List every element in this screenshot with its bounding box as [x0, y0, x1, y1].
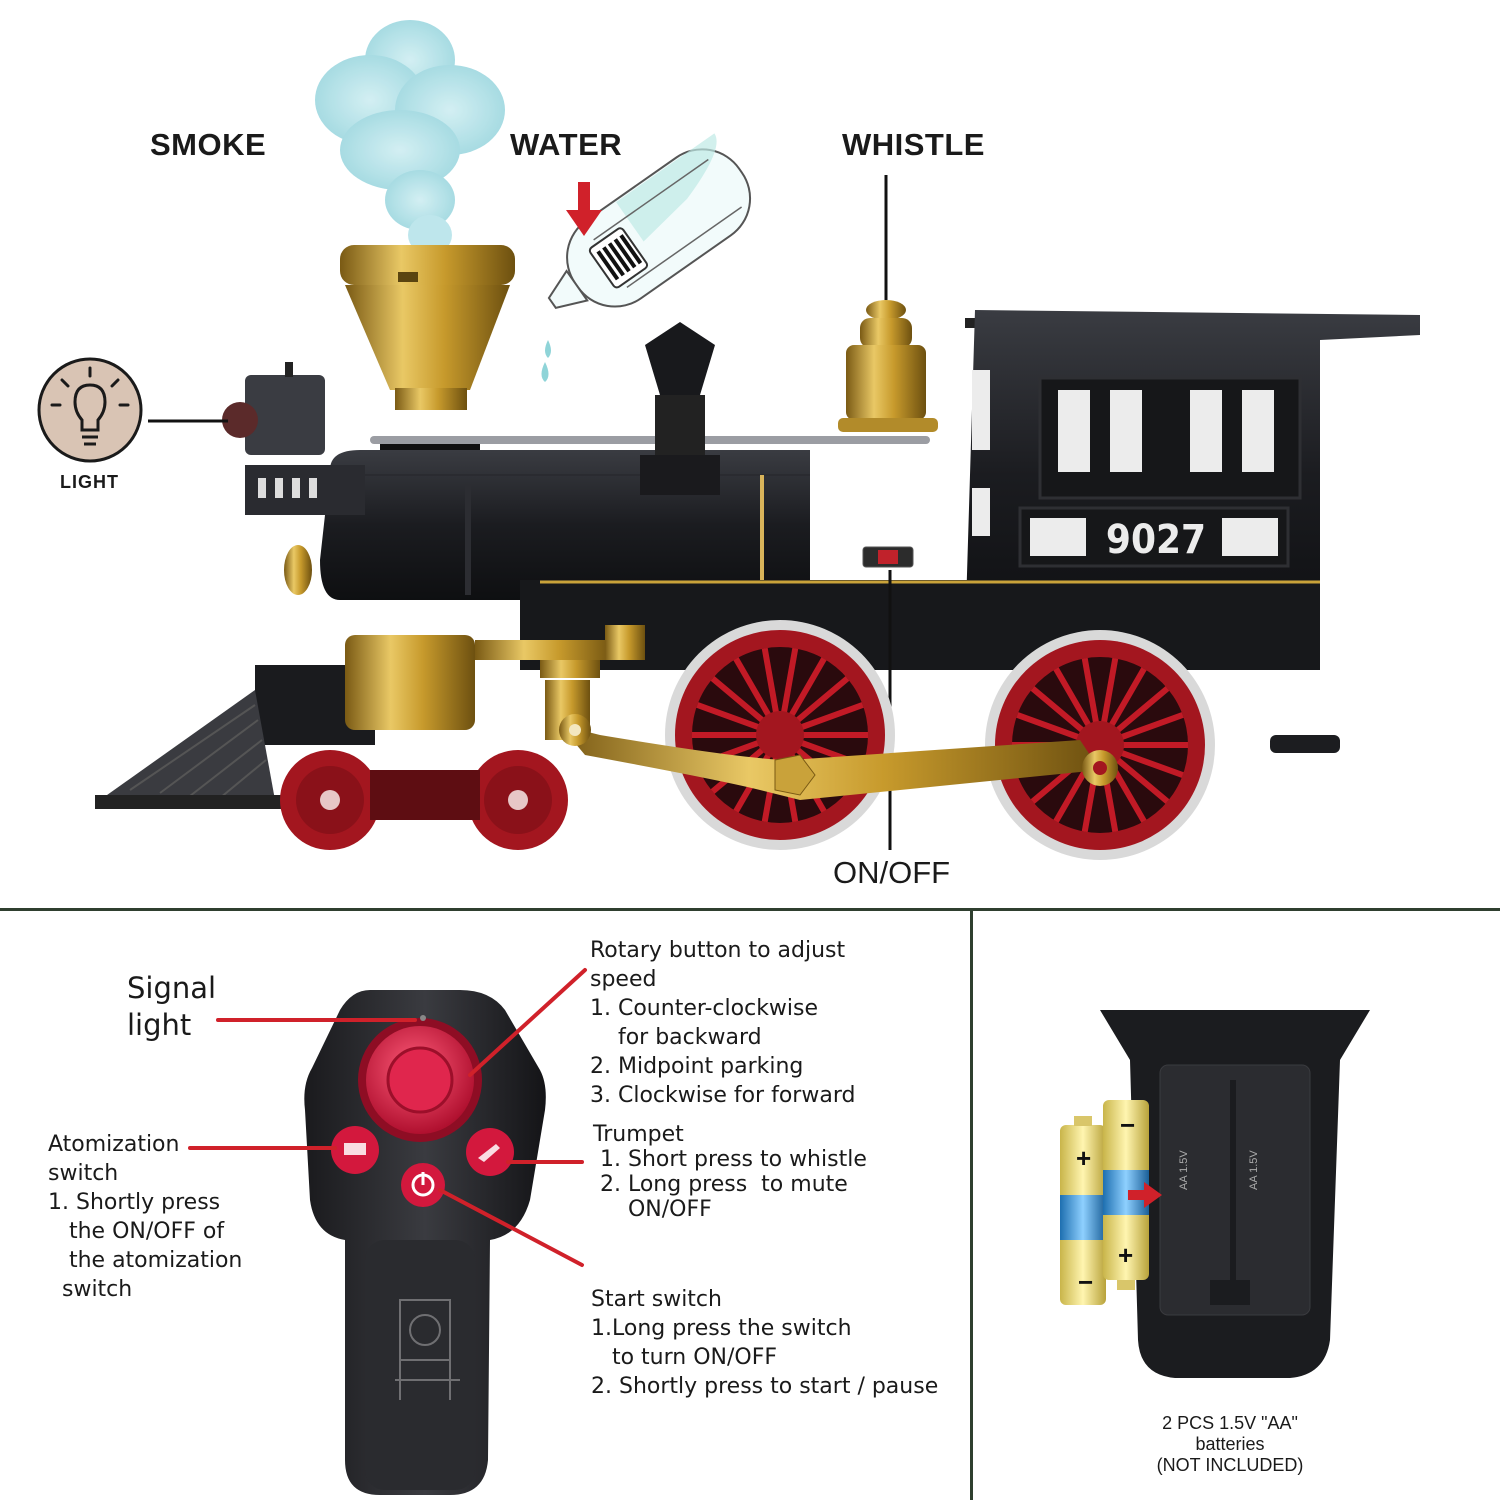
trumpet-description: Trumpet 1. Short press to whistle 2. Lon… [593, 1122, 867, 1222]
cab [965, 310, 1420, 640]
battery-requirement-note: 2 PCS 1.5V "AA" batteries (NOT INCLUDED) [1156, 1413, 1304, 1475]
battery-right-plus: + [1118, 1240, 1134, 1270]
driving-wheel-front [665, 620, 895, 850]
atomization-switch-description: Atomization switch 1. Shortly press the … [48, 1132, 243, 1302]
trumpet-button [466, 1128, 514, 1176]
cowcatcher [95, 690, 285, 809]
water-label: WATER [510, 127, 623, 162]
smoke-label: SMOKE [150, 127, 267, 162]
front-wheel-2 [468, 750, 568, 850]
compartment-label-left: AA 1.5V [1178, 1150, 1190, 1190]
running-board [520, 580, 1340, 753]
driving-wheel-rear [985, 630, 1215, 860]
signal-light-label: Signal light [127, 971, 217, 1042]
sand-dome [640, 322, 720, 495]
front-wheel-1 [280, 750, 380, 850]
water-drops [541, 340, 551, 382]
whistle-label: WHISTLE [842, 127, 985, 162]
light-bulb-icon [37, 357, 143, 463]
water-arrow [566, 182, 602, 236]
on-off-label: ON/OFF [833, 855, 951, 890]
whistle-dome [838, 300, 938, 432]
train-illustration: 9027 [37, 20, 1420, 860]
atomization-button [331, 1126, 379, 1174]
compartment-label-right: AA 1.5V [1248, 1150, 1260, 1190]
vertical-divider [970, 910, 973, 1500]
rotary-knob [358, 1018, 482, 1142]
rotary-button-description: Rotary button to adjust speed 1. Counter… [590, 938, 856, 1108]
boiler [320, 436, 930, 600]
number-plate: 9027 [1106, 517, 1206, 563]
light-label: LIGHT [60, 472, 119, 492]
train-emblem [395, 1299, 460, 1400]
signal-light-dot [420, 1015, 426, 1021]
headlight [222, 362, 325, 455]
smoke-cloud [315, 20, 505, 255]
insert-arrow [1128, 1182, 1162, 1208]
cylinder [345, 625, 645, 740]
water-bottle [547, 133, 752, 309]
horizontal-divider [0, 908, 1500, 911]
battery-right-minus: − [1120, 1110, 1136, 1140]
connecting-rod [559, 714, 1118, 800]
battery-left-minus: − [1078, 1267, 1094, 1297]
driving-wheels [665, 620, 1215, 860]
start-button [401, 1163, 445, 1207]
start-switch-description: Start switch 1.Long press the switch to … [591, 1287, 939, 1399]
battery-left-plus: + [1076, 1143, 1092, 1173]
